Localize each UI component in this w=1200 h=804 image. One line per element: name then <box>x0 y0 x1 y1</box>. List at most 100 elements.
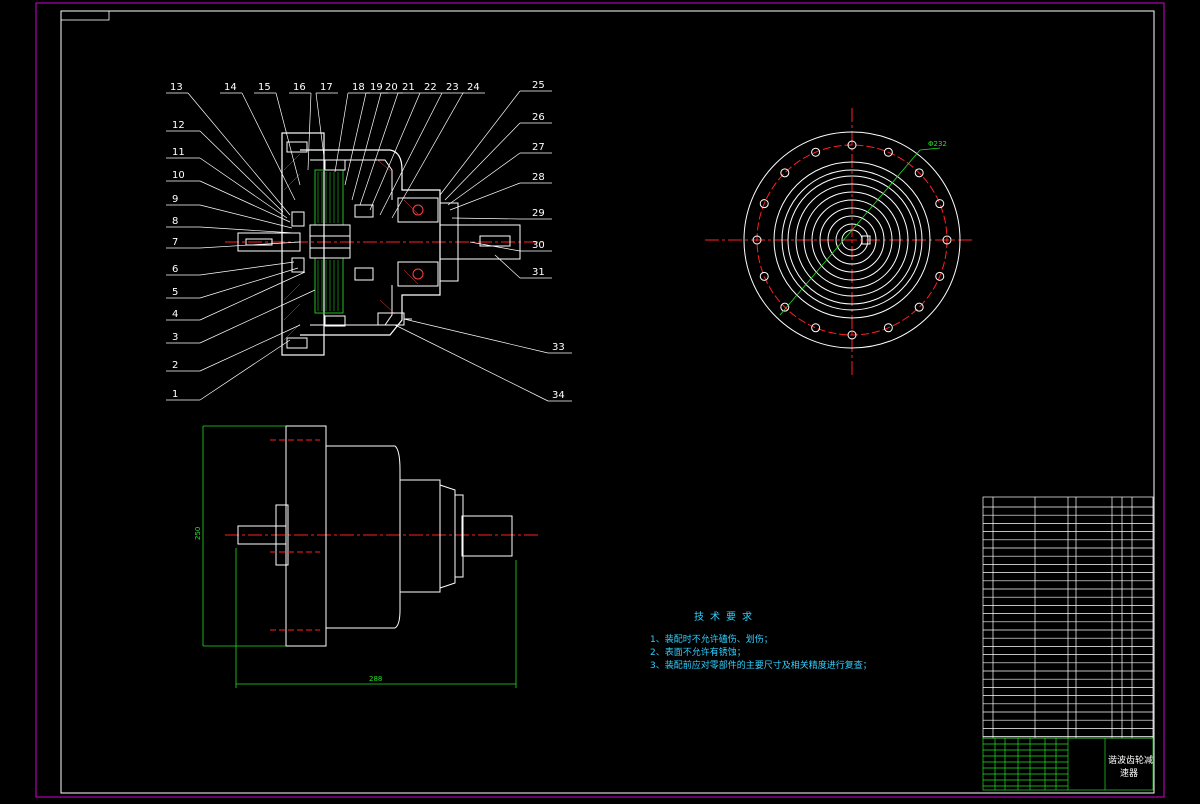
balloon-15: 15 <box>258 82 271 93</box>
tech-requirements-title: 技术要求 <box>694 612 758 623</box>
code-box <box>60 10 110 21</box>
output-bearing-bottom <box>397 261 439 287</box>
end-view <box>705 108 975 375</box>
balloon-31: 31 <box>532 267 545 278</box>
bolt-hole <box>914 302 924 312</box>
svg-text:33: 33 <box>552 342 565 353</box>
bolt-hole <box>847 140 857 150</box>
balloon-11: 11 <box>172 147 185 158</box>
bolt-hole <box>759 271 769 281</box>
balloon-22: 22 <box>424 82 437 93</box>
svg-text:3: 3 <box>172 332 178 343</box>
bolt-hole <box>942 235 952 245</box>
bolt-hole <box>847 330 857 340</box>
bolt-hole <box>811 147 821 157</box>
side-body <box>326 445 401 629</box>
svg-text:16: 16 <box>293 82 306 93</box>
flange-hatch <box>283 153 301 341</box>
balloon-30: 30 <box>532 240 545 251</box>
bolt-hole <box>914 168 924 178</box>
gear-teeth <box>317 172 339 311</box>
flange-bolt-top <box>286 141 308 153</box>
svg-text:27: 27 <box>532 142 545 153</box>
balloon-5: 5 <box>172 287 178 298</box>
section-view <box>225 132 545 356</box>
gear-ring-bottom <box>314 257 344 314</box>
svg-text:15: 15 <box>258 82 271 93</box>
title-block <box>982 737 1154 791</box>
svg-text:9: 9 <box>172 194 178 205</box>
balloon-24: 24 <box>467 82 480 93</box>
side-view <box>225 425 540 647</box>
svg-text:1: 1 <box>172 389 178 400</box>
balloon-4: 4 <box>172 309 178 320</box>
balloon-14: 14 <box>224 82 237 93</box>
svg-text:2: 2 <box>172 360 178 371</box>
svg-text:11: 11 <box>172 147 185 158</box>
svg-text:30: 30 <box>532 240 545 251</box>
svg-text:7: 7 <box>172 237 178 248</box>
balloon-26: 26 <box>532 112 545 123</box>
svg-text:8: 8 <box>172 216 178 227</box>
tech-note-3: 3、装配前应对零部件的主要尺寸及相关精度进行复查； <box>650 661 872 671</box>
parts-list <box>982 496 1154 739</box>
bolt-hole <box>780 168 790 178</box>
side-output-shaft <box>461 515 513 557</box>
svg-text:17: 17 <box>320 82 333 93</box>
side-cap <box>399 479 441 593</box>
tech-note-1: 1、装配时不允许磕伤、划伤； <box>650 635 773 645</box>
balloon-29: 29 <box>532 208 545 219</box>
title-name-line1: 谐波齿轮减 <box>1108 754 1153 766</box>
svg-text:5: 5 <box>172 287 178 298</box>
balloon-10: 10 <box>172 170 185 181</box>
dim-length: 288 <box>369 675 382 683</box>
outer-frame <box>35 2 1165 798</box>
housing-hatch <box>374 157 419 315</box>
balloon-7: 7 <box>172 237 178 248</box>
svg-text:20: 20 <box>385 82 398 93</box>
balloon-23: 23 <box>446 82 459 93</box>
svg-text:19: 19 <box>370 82 383 93</box>
svg-text:24: 24 <box>467 82 480 93</box>
svg-text:21: 21 <box>402 82 415 93</box>
title-name-line2: 速器 <box>1120 768 1138 779</box>
bolt-hole <box>752 235 762 245</box>
bolt-holes <box>752 140 952 340</box>
svg-text:29: 29 <box>532 208 545 219</box>
balloon-34: 34 <box>552 390 565 401</box>
balloon-18: 18 <box>352 82 365 93</box>
side-dimensions <box>202 425 517 688</box>
balloon-1: 1 <box>172 389 178 400</box>
balloon-3: 3 <box>172 332 178 343</box>
bolt-hole <box>811 323 821 333</box>
svg-text:25: 25 <box>532 80 545 91</box>
svg-text:12: 12 <box>172 120 185 131</box>
bolt-circle <box>756 144 948 336</box>
svg-text:28: 28 <box>532 172 545 183</box>
balloon-12: 12 <box>172 120 185 131</box>
bolt-hole <box>883 323 893 333</box>
balloon-17: 17 <box>320 82 333 93</box>
svg-text:26: 26 <box>532 112 545 123</box>
svg-text:13: 13 <box>170 82 183 93</box>
side-small-flange <box>275 504 289 566</box>
balloon-6: 6 <box>172 264 178 275</box>
balloon-8: 8 <box>172 216 178 227</box>
tech-note-2: 2、表面不允许有锈蚀； <box>650 648 746 658</box>
side-flange <box>285 425 327 647</box>
balloon-9: 9 <box>172 194 178 205</box>
main-housing <box>300 149 441 336</box>
svg-text:6: 6 <box>172 264 178 275</box>
flange-bolt-bottom <box>286 337 308 349</box>
gear-ring-top <box>314 169 344 226</box>
pcd-leader <box>779 149 921 316</box>
bolt-hole <box>780 302 790 312</box>
dim-height: 250 <box>194 527 202 540</box>
balloon-13: 13 <box>170 82 183 93</box>
svg-text:18: 18 <box>352 82 365 93</box>
svg-text:4: 4 <box>172 309 178 320</box>
balloon-16: 16 <box>293 82 306 93</box>
